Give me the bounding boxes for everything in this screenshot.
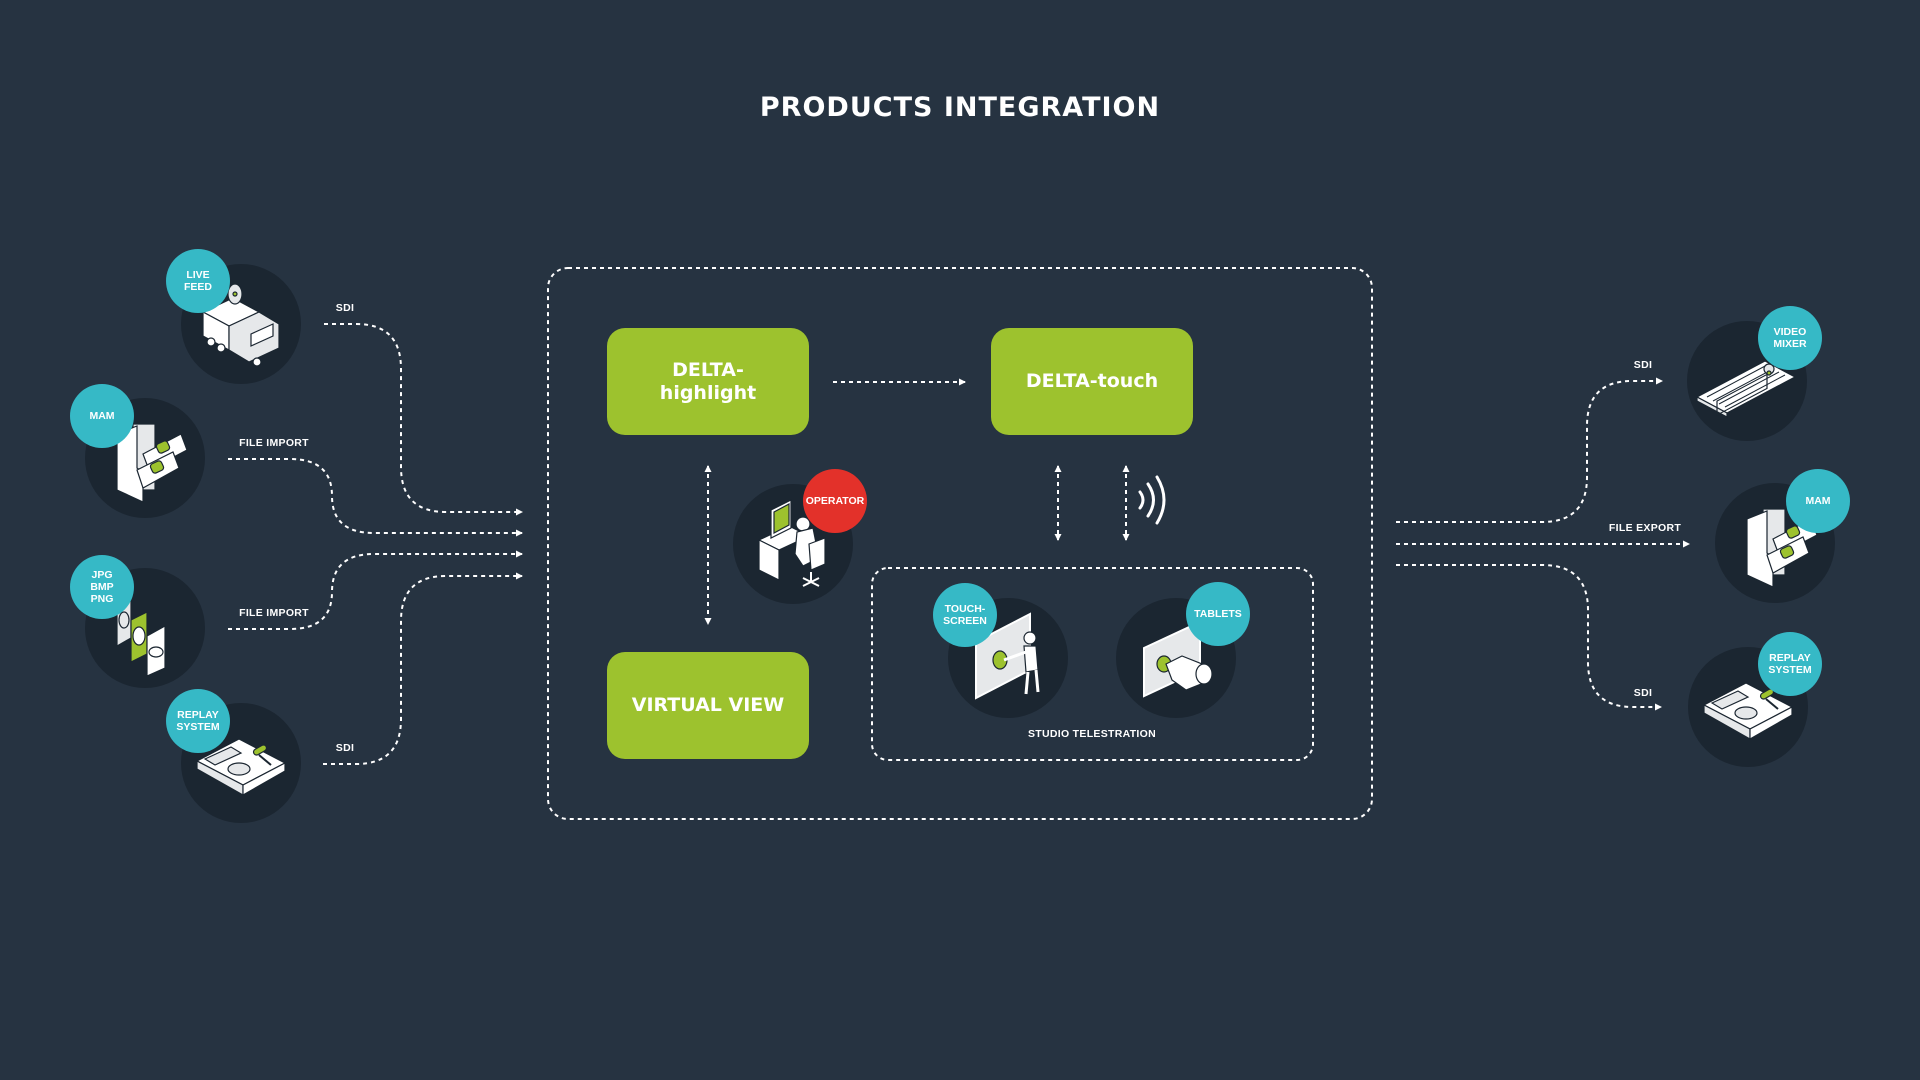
media-asset-folder-icon — [116, 423, 188, 503]
connection-label: SDI — [1633, 359, 1653, 371]
product-delta-touch[interactable]: DELTA-touch — [991, 328, 1193, 435]
input-line-mam — [228, 458, 523, 537]
connection-label: FILE EXPORT — [1608, 522, 1682, 534]
input-badge: MAM — [70, 384, 134, 448]
output-badge: VIDEO MIXER — [1758, 306, 1822, 370]
broadcast-truck-icon — [201, 283, 280, 367]
product-delta-highlight[interactable]: DELTA- highlight — [607, 328, 809, 435]
output-line-video-mixer — [1396, 377, 1663, 523]
connection-label: SDI — [335, 742, 355, 754]
output-node-replay — [1688, 647, 1808, 767]
connection-label: SDI — [1633, 687, 1653, 699]
product-virtual-view[interactable]: VIRTUAL VIEW — [607, 652, 809, 759]
replay-controller-icon — [1702, 682, 1794, 741]
page-title: PRODUCTS INTEGRATION — [759, 92, 1161, 123]
telestration-frame — [871, 567, 1314, 761]
input-badge: REPLAY SYSTEM — [166, 689, 230, 753]
input-line-live-feed — [324, 323, 523, 516]
telestration-badge: TABLETS — [1186, 582, 1250, 646]
wireless-signal-icon — [1138, 475, 1166, 525]
connection-label: FILE IMPORT — [239, 607, 309, 619]
output-badge: MAM — [1786, 469, 1850, 533]
connection-label: SDI — [335, 302, 355, 314]
tablet-hand-icon — [1143, 620, 1213, 698]
replay-controller-icon — [195, 738, 287, 797]
operator-badge: OPERATOR — [803, 469, 867, 533]
telestration-badge: TOUCH- SCREEN — [933, 583, 997, 647]
telestration-label: STUDIO TELESTRATION — [1027, 728, 1157, 740]
operator-workstation-icon — [757, 499, 826, 587]
input-badge: LIVE FEED — [166, 249, 230, 313]
video-mixer-icon — [1695, 360, 1797, 418]
input-line-replay — [323, 572, 523, 765]
output-badge: REPLAY SYSTEM — [1758, 632, 1822, 696]
output-line-replay — [1396, 564, 1662, 711]
connection-label: FILE IMPORT — [239, 437, 309, 449]
input-badge: JPG BMP PNG — [70, 555, 134, 619]
input-node-replay — [181, 703, 301, 823]
main-system-frame — [547, 267, 1373, 820]
